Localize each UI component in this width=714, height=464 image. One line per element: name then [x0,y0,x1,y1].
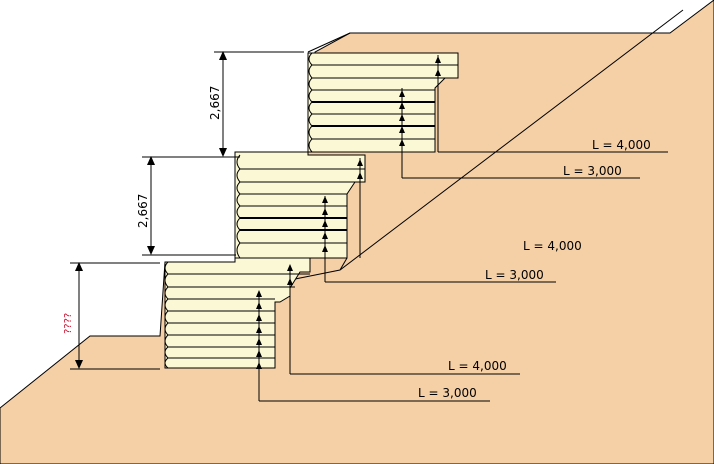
top-dimension [214,51,304,158]
middle-dimension-label: 2,667 [136,194,150,228]
middle-tier-blocks [234,151,366,259]
middle-dimension [142,156,236,256]
label-mid-l3: L = 3,000 [485,268,544,282]
bottom-dimension [70,262,160,370]
bottom-dimension-label: ???? [63,313,74,334]
middle-anchor-l4 [357,158,363,258]
top-dimension-label: 2,667 [208,86,222,120]
middle-anchor-l3 [322,196,556,283]
bottom-anchor-l4 [287,264,520,375]
label-top-l4: L = 4,000 [592,138,651,152]
label-bot-l4: L = 4,000 [448,359,507,373]
middle-l4-leader [339,257,348,271]
slope-line [307,32,351,53]
label-mid-l4: L = 4,000 [523,239,582,253]
top-tier-blocks [307,52,459,153]
bottom-anchor-l3 [256,290,490,402]
label-top-l3: L = 3,000 [563,164,622,178]
top-anchor-l3 [399,88,640,179]
label-bot-l3: L = 3,000 [418,386,477,400]
top-anchor-l4 [435,55,668,153]
